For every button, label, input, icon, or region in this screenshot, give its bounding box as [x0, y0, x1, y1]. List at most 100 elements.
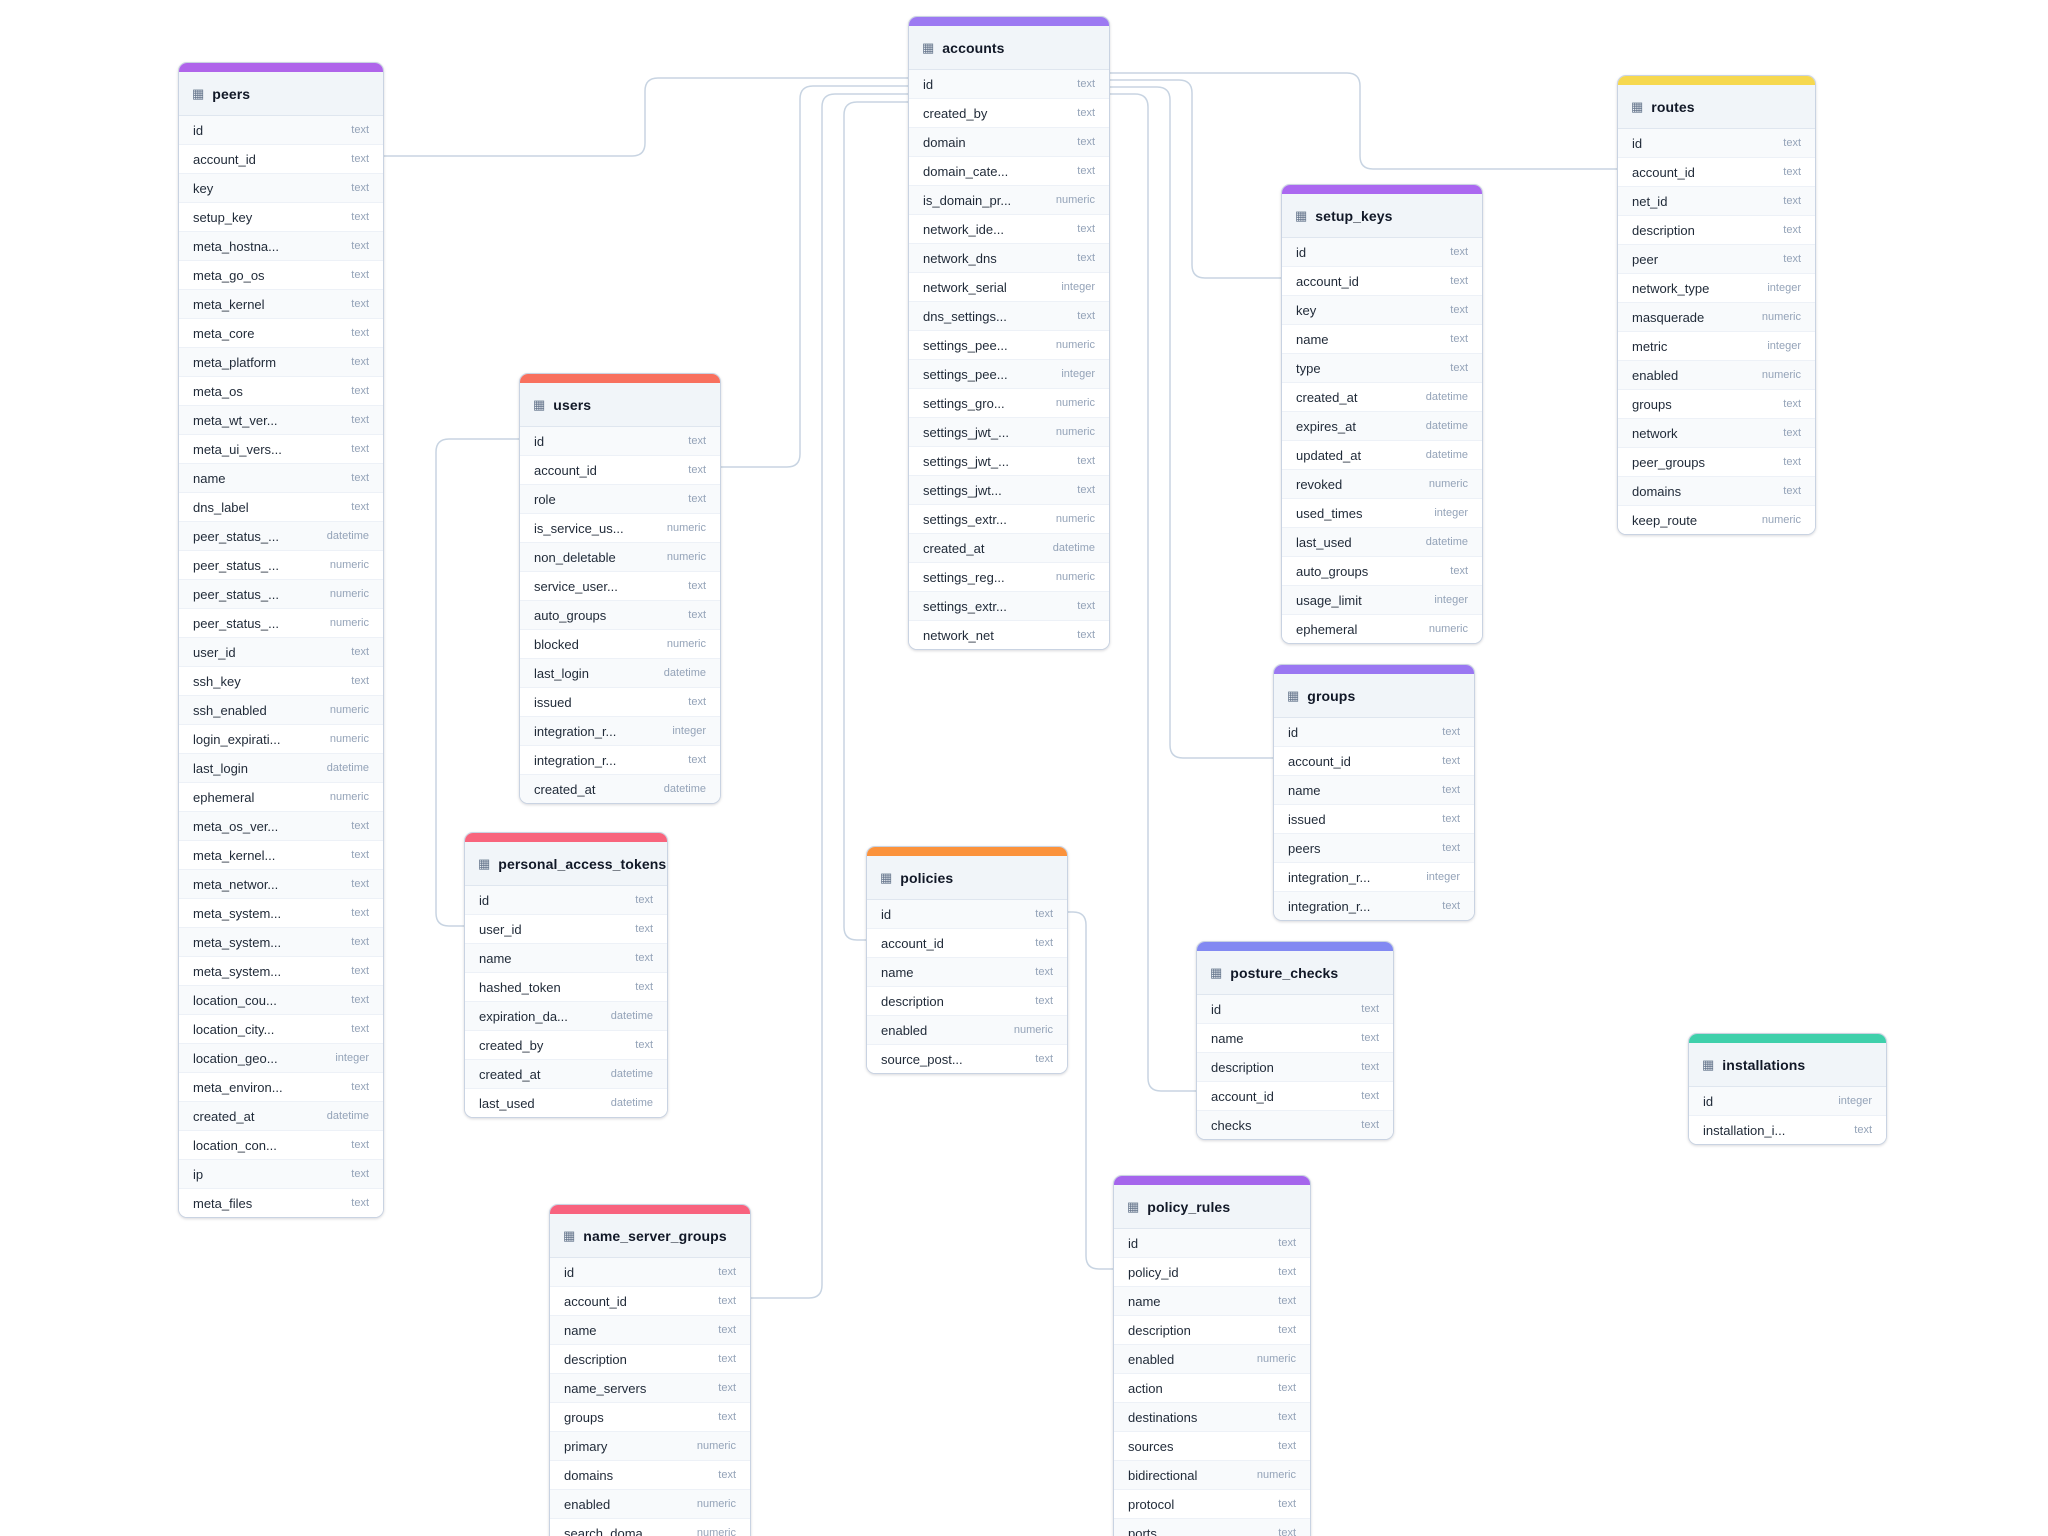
field-row[interactable]: meta_os_ver...text: [179, 811, 383, 840]
table-header[interactable]: ▦ policies: [867, 856, 1067, 900]
field-row[interactable]: settings_extr...numeric: [909, 504, 1109, 533]
field-row[interactable]: integration_r...text: [1274, 891, 1474, 920]
field-row[interactable]: settings_reg...numeric: [909, 562, 1109, 591]
field-row[interactable]: location_geo...integer: [179, 1043, 383, 1072]
field-row[interactable]: meta_system...text: [179, 898, 383, 927]
field-row[interactable]: integration_r...integer: [520, 716, 720, 745]
field-row[interactable]: settings_jwt_...numeric: [909, 417, 1109, 446]
field-row[interactable]: peer_status_...datetime: [179, 521, 383, 550]
field-row[interactable]: meta_wt_ver...text: [179, 405, 383, 434]
field-row[interactable]: expiration_da...datetime: [465, 1001, 667, 1030]
table-header[interactable]: ▦ accounts: [909, 26, 1109, 70]
field-row[interactable]: meta_system...text: [179, 927, 383, 956]
table-header[interactable]: ▦ installations: [1689, 1043, 1886, 1087]
field-row[interactable]: source_post...text: [867, 1044, 1067, 1073]
field-row[interactable]: meta_networ...text: [179, 869, 383, 898]
field-row[interactable]: service_user...text: [520, 571, 720, 600]
field-row[interactable]: location_con...text: [179, 1130, 383, 1159]
field-row[interactable]: meta_environ...text: [179, 1072, 383, 1101]
table-header[interactable]: ▦ personal_access_tokens: [465, 842, 667, 886]
field-row[interactable]: is_service_us...numeric: [520, 513, 720, 542]
table-header[interactable]: ▦ users: [520, 383, 720, 427]
field-row[interactable]: integration_r...integer: [1274, 862, 1474, 891]
field-row[interactable]: search_doma...numeric: [550, 1518, 750, 1536]
field-row[interactable]: peer_status_...numeric: [179, 550, 383, 579]
field-row[interactable]: settings_jwt_...text: [909, 446, 1109, 475]
field-row[interactable]: domain_cate...text: [909, 156, 1109, 185]
